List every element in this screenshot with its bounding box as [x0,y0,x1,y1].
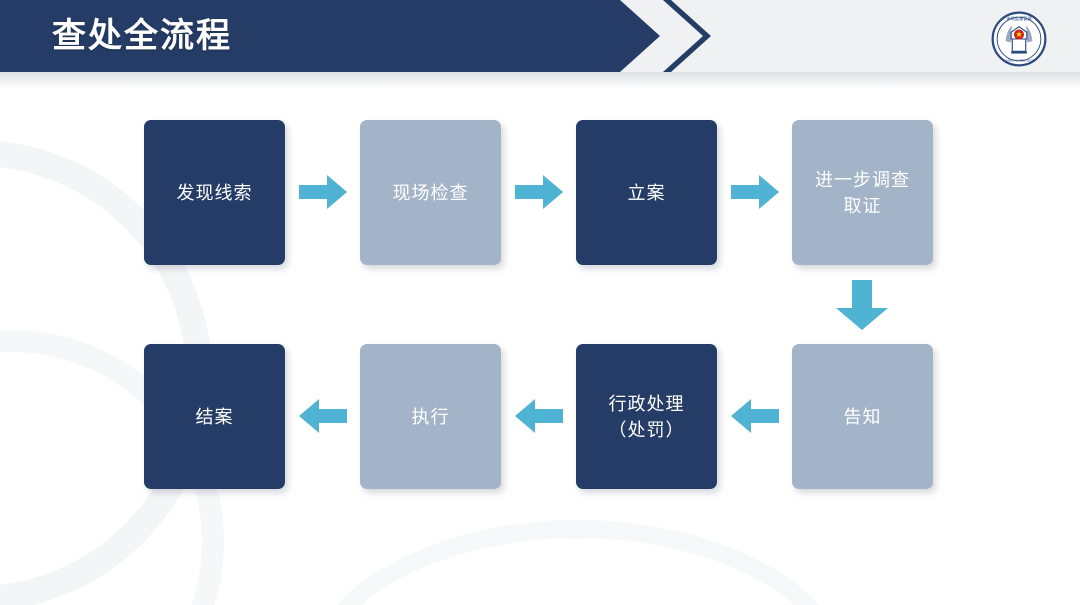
header-shadow [0,72,1080,88]
flow-step-fa-xian-xian-suo[interactable]: 发现线索 [144,120,285,265]
svg-text:MARKET SUPERVISION: MARKET SUPERVISION [1003,58,1034,62]
page-title: 查处全流程 [52,17,232,55]
arrow-left-icon [731,399,779,438]
background-arc-decoration [300,520,856,605]
arrow-left-icon [299,399,347,438]
flow-step-zhi-xing[interactable]: 执行 [360,344,501,489]
svg-text:市场监督管理: 市场监督管理 [1006,15,1032,22]
flow-step-jin-yi-bu-diao-cha-qu-zheng[interactable]: 进一步调查 取证 [792,120,933,265]
arrow-left-icon [515,399,563,438]
arrow-right-icon [515,175,563,214]
flow-step-xing-zheng-chu-li[interactable]: 行政处理 （处罚） [576,344,717,489]
flow-step-jie-an[interactable]: 结案 [144,344,285,489]
market-supervision-emblem-icon: 市场监督管理 MARKET SUPERVISION [991,11,1047,67]
arrow-right-icon [299,175,347,214]
flow-step-xian-chang-jian-cha[interactable]: 现场检查 [360,120,501,265]
arrow-down-icon [836,280,888,335]
header-banner [0,0,660,72]
arrow-right-icon [731,175,779,214]
flow-step-li-an[interactable]: 立案 [576,120,717,265]
flow-step-gao-zhi[interactable]: 告知 [792,344,933,489]
